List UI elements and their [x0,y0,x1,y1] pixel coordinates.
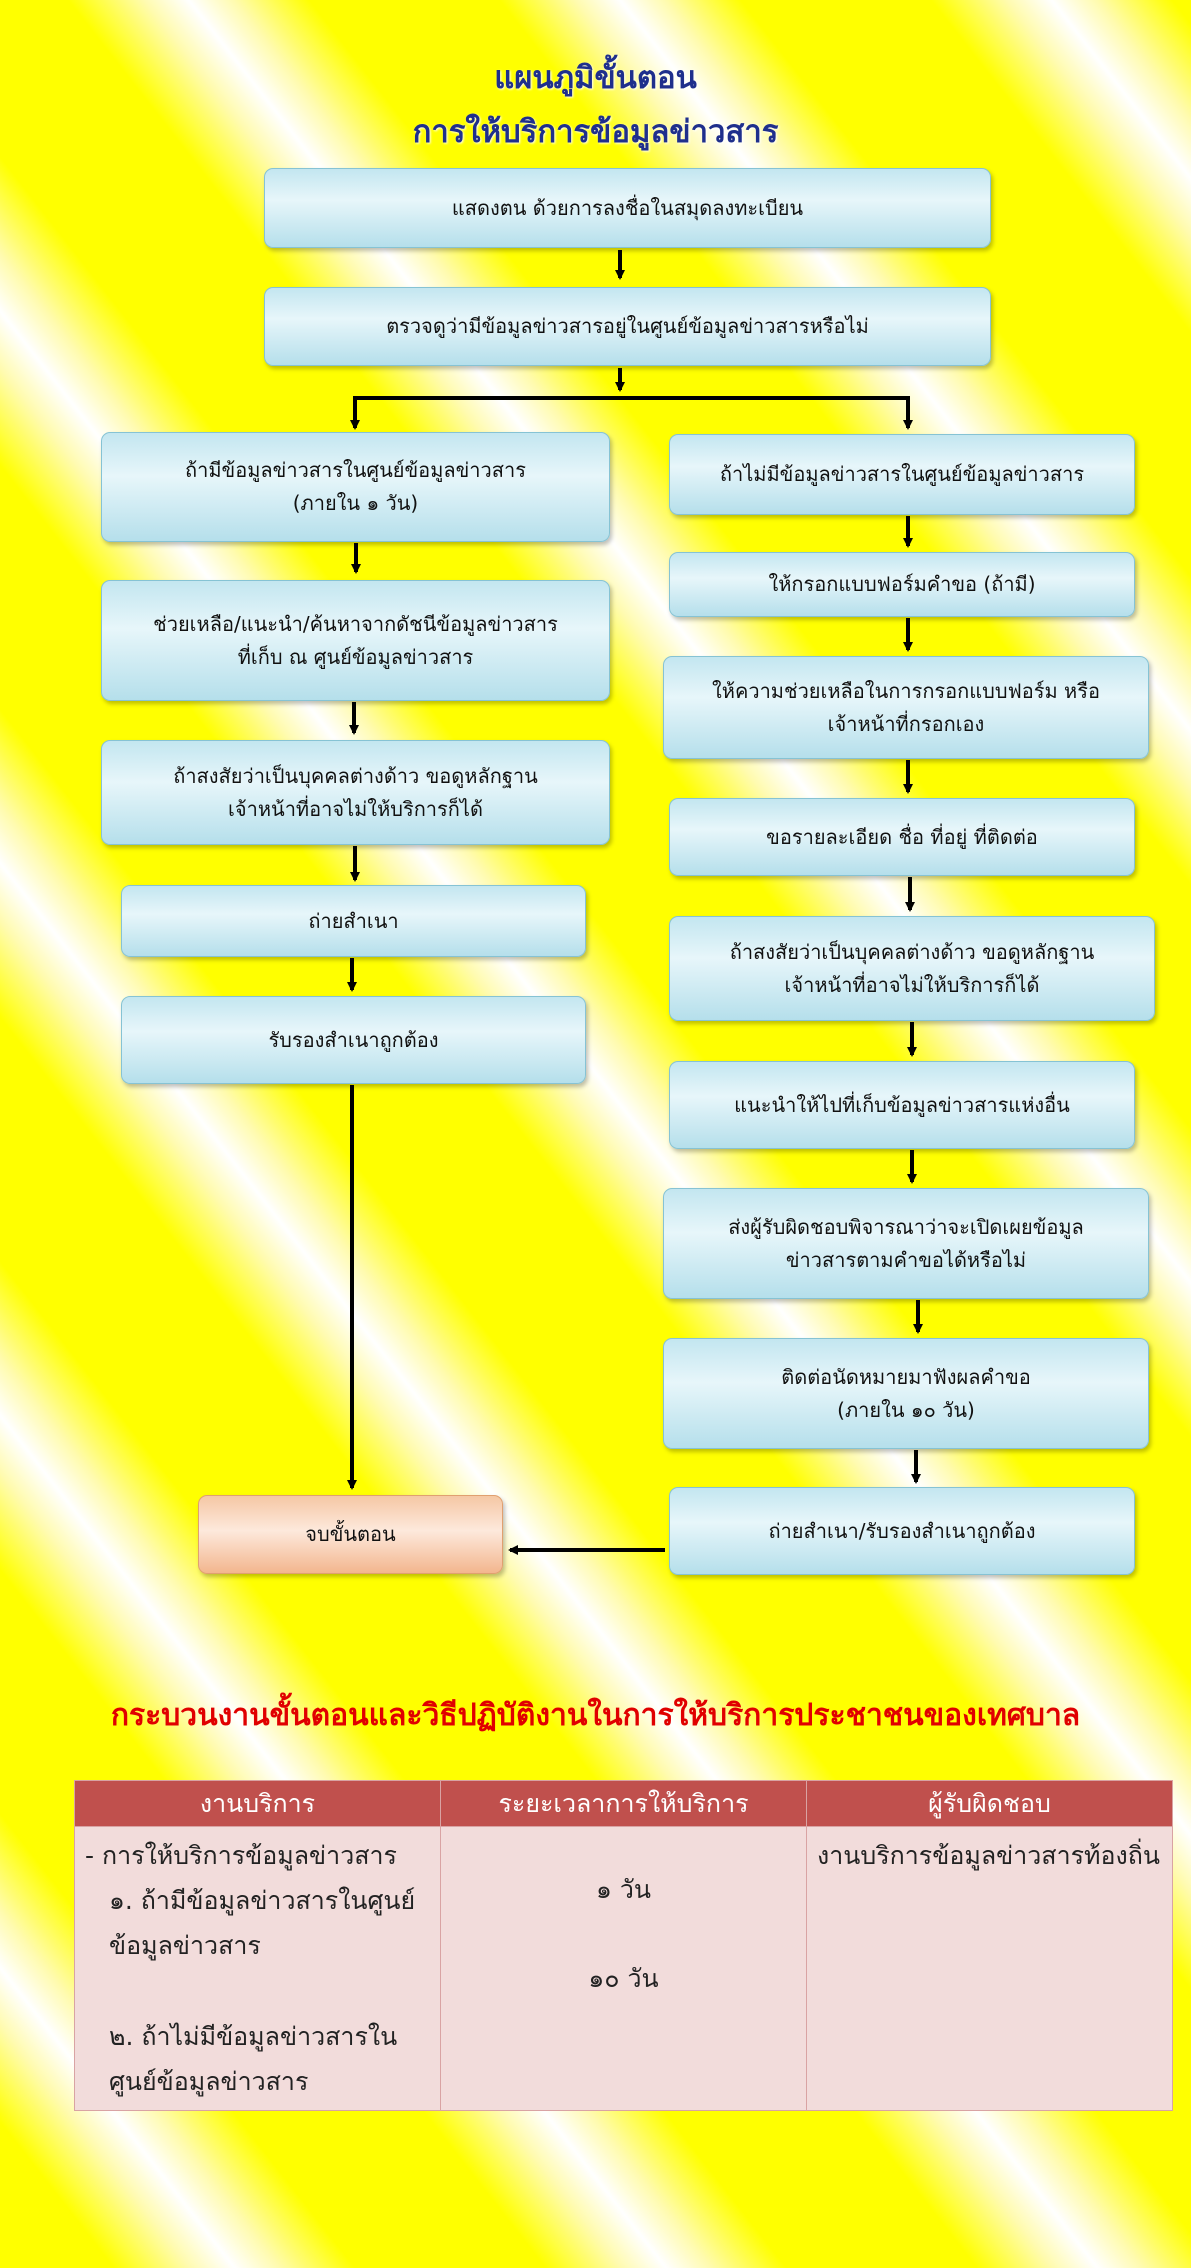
left-step-foreigner-check: ถ้าสงสัยว่าเป็นบุคคลต่างด้าว ขอดูหลักฐาน… [101,740,610,845]
left-step-copy: ถ่ายสำเนา [121,885,586,957]
responsible-unit: งานบริการข้อมูลข่าวสารท้องถิ่น [817,1841,1160,1870]
left-step-assist-search: ช่วยเหลือ/แนะนำ/ค้นหาจากดัชนีข้อมูลข่าวส… [101,580,610,701]
service-item-no-info: ๒. ถ้าไม่มีข้อมูลข่าวสารในศูนย์ข้อมูลข่า… [109,2022,398,2096]
service-name: - การให้บริการข้อมูลข่าวสาร [85,1841,397,1870]
service-cell: - การให้บริการข้อมูลข่าวสาร ๑. ถ้ามีข้อม… [74,1826,441,2111]
right-step-send-responsible: ส่งผู้รับผิดชอบพิจารณาว่าจะเปิดเผยข้อมูล… [663,1188,1149,1299]
table-header-duration: ระยะเวลาการให้บริการ [440,1780,807,1827]
step-check-info: ตรวจดูว่ามีข้อมูลข่าวสารอยู่ในศูนย์ข้อมู… [264,287,991,366]
right-step-help-form: ให้ความช่วยเหลือในการกรอกแบบฟอร์ม หรือ เ… [663,656,1149,759]
right-step-fill-form: ให้กรอกแบบฟอร์มคำขอ (ถ้ามี) [669,552,1135,617]
table-header-row: งานบริการ ระยะเวลาการให้บริการ ผู้รับผิด… [74,1780,1173,1827]
process-title: กระบวนงานขั้นตอนและวิธีปฏิบัติงานในการให… [110,1698,1081,1733]
table-row: - การให้บริการข้อมูลข่าวสาร ๑. ถ้ามีข้อม… [74,1826,1173,2111]
chart-title-line1: แผนภูมิขั้นตอน [494,60,697,96]
left-step-has-info: ถ้ามีข้อมูลข่าวสารในศูนย์ข้อมูลข่าวสาร (… [101,432,610,542]
table-header-responsible: ผู้รับผิดชอบ [806,1780,1173,1827]
table-header-service: งานบริการ [74,1780,441,1827]
right-step-copy-certify: ถ่ายสำเนา/รับรองสำเนาถูกต้อง [669,1487,1135,1575]
right-step-appointment: ติดต่อนัดหมายมาฟังผลคำขอ (ภายใน ๑๐ วัน) [663,1338,1149,1449]
right-step-no-info: ถ้าไม่มีข้อมูลข่าวสารในศูนย์ข้อมูลข่าวสา… [669,434,1135,515]
duration-cell: ๑ วัน ๑๐ วัน [440,1826,807,2111]
duration-no-info: ๑๐ วัน [588,1964,659,1993]
service-table: งานบริการ ระยะเวลาการให้บริการ ผู้รับผิด… [74,1780,1173,2111]
responsible-cell: งานบริการข้อมูลข่าวสารท้องถิ่น [806,1826,1173,2111]
service-item-has-info: ๑. ถ้ามีข้อมูลข่าวสารในศูนย์ข้อมูลข่าวสา… [109,1886,416,1960]
step-end: จบขั้นตอน [198,1495,503,1574]
right-step-foreigner-check: ถ้าสงสัยว่าเป็นบุคคลต่างด้าว ขอดูหลักฐาน… [669,916,1155,1021]
right-step-refer-elsewhere: แนะนำให้ไปที่เก็บข้อมูลข่าวสารแห่งอื่น [669,1061,1135,1149]
left-step-certify: รับรองสำเนาถูกต้อง [121,996,586,1084]
right-step-contact-details: ขอรายละเอียด ชื่อ ที่อยู่ ที่ติดต่อ [669,798,1135,876]
chart-title-line2: การให้บริการข้อมูลข่าวสาร [412,114,779,150]
step-register: แสดงตน ด้วยการลงชื่อในสมุดลงทะเบียน [264,168,991,248]
duration-has-info: ๑ วัน [596,1875,651,1904]
